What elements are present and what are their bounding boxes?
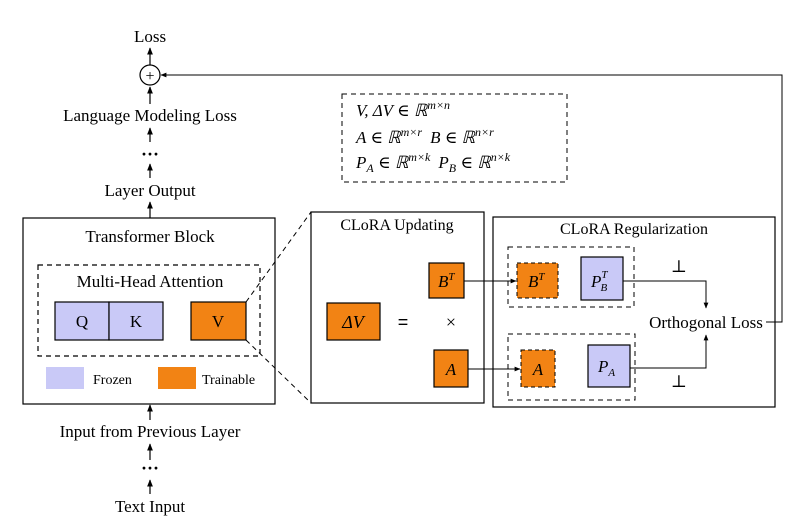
ellipsis-top: ··· — [141, 144, 159, 164]
a-box — [433, 349, 469, 388]
reg-a-label: A — [532, 360, 544, 379]
sum-node-symbol: + — [145, 68, 154, 85]
pa-box — [587, 344, 631, 388]
q-box — [54, 301, 110, 341]
a-label: A — [445, 360, 457, 379]
arrow-orth-to-sum — [160, 72, 783, 323]
b-transpose-label: BT — [438, 271, 455, 291]
arrow-pa-to-orth — [630, 334, 709, 369]
legend-frozen-label: Frozen — [93, 373, 132, 388]
top-pair-group — [507, 246, 635, 308]
arrow-pb-to-orth — [623, 280, 709, 309]
ellipsis-bottom: ··· — [141, 458, 159, 478]
delta-v-box — [326, 302, 381, 341]
orthogonal-loss-label: Orthogonal Loss — [649, 313, 763, 332]
k-box — [108, 301, 164, 341]
lm-loss-label: Language Modeling Loss — [63, 106, 237, 125]
clora-updating-title: CLoRA Updating — [340, 217, 453, 234]
loss-label: Loss — [134, 27, 166, 46]
legend-trainable-swatch — [158, 367, 196, 389]
perp-bottom: ⊥ — [671, 372, 687, 391]
pb-transpose-box — [580, 256, 624, 301]
legend-frozen-swatch — [46, 367, 84, 389]
bottom-pair-group — [507, 333, 636, 401]
equals-sign: = — [398, 312, 409, 332]
sum-node — [139, 64, 161, 86]
mha-title: Multi-Head Attention — [77, 272, 224, 291]
v-label: V — [212, 312, 225, 331]
text-input-label: Text Input — [115, 497, 185, 516]
pa-label: PA — [597, 357, 615, 379]
perp-top: ⊥ — [671, 257, 687, 276]
reg-b-transpose-box — [516, 262, 559, 299]
v-box — [190, 301, 247, 341]
definitions-box — [341, 93, 568, 183]
reg-a-box — [520, 349, 556, 388]
clora-regularization-title: CLoRA Regularization — [560, 221, 708, 238]
zoom-line-bottom — [245, 339, 312, 404]
legend-trainable-label: Trainable — [202, 373, 255, 388]
layer-output-label: Layer Output — [104, 181, 195, 200]
delta-v-label: ΔV — [341, 312, 366, 332]
q-label: Q — [76, 312, 88, 331]
mha-block — [37, 264, 261, 357]
input-prev-label: Input from Previous Layer — [60, 422, 241, 441]
transformer-block-title: Transformer Block — [85, 227, 215, 246]
reg-b-transpose-label: BT — [528, 271, 545, 291]
zoom-line-top — [245, 211, 312, 303]
def-line-1: V, ΔV ∈ ℝm×n — [356, 98, 450, 120]
times-sign: × — [446, 312, 456, 332]
k-label: K — [130, 312, 143, 331]
